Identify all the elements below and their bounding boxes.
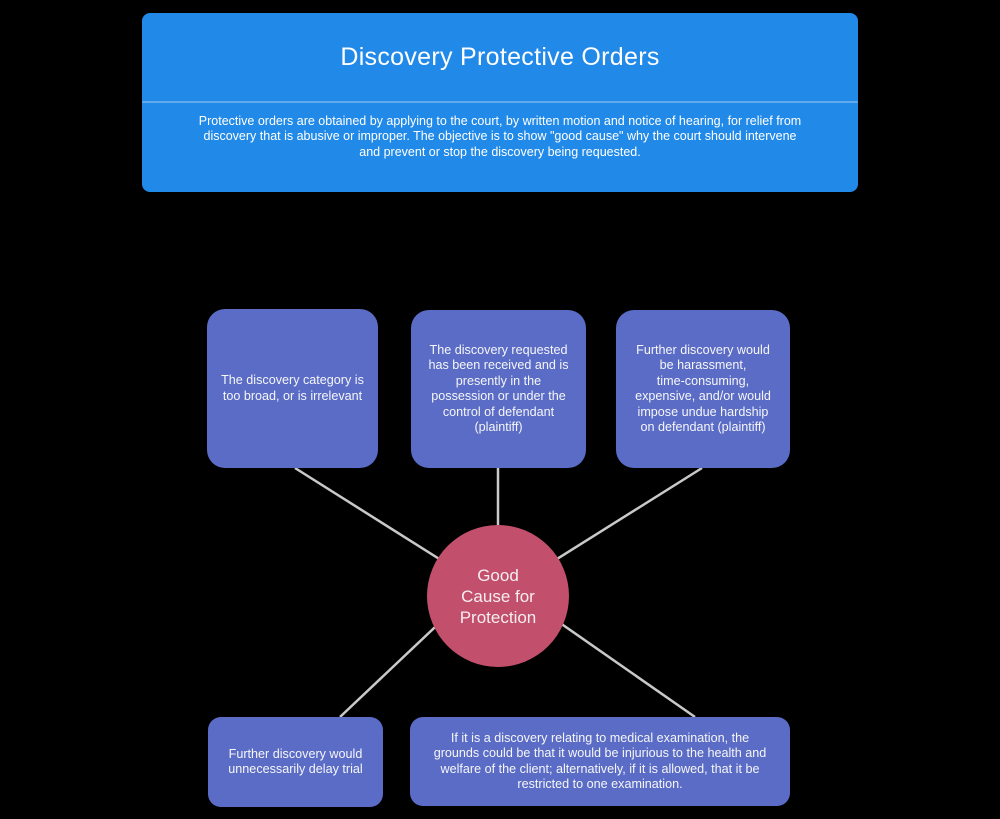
node-received-possession: The discovery requested has been receive… — [411, 310, 586, 468]
node-harassment-hardship: Further discovery would be harassment, t… — [616, 310, 790, 468]
node-medical-examination: If it is a discovery relating to medical… — [410, 717, 790, 806]
page-title: Discovery Protective Orders — [142, 13, 858, 103]
header-banner: Discovery Protective Orders Protective o… — [142, 13, 858, 192]
node-delay-trial: Further discovery would unnecessarily de… — [208, 717, 383, 807]
center-node-good-cause: Good Cause for Protection — [427, 525, 569, 667]
node-too-broad: The discovery category is too broad, or … — [207, 309, 378, 468]
header-description: Protective orders are obtained by applyi… — [198, 114, 802, 159]
